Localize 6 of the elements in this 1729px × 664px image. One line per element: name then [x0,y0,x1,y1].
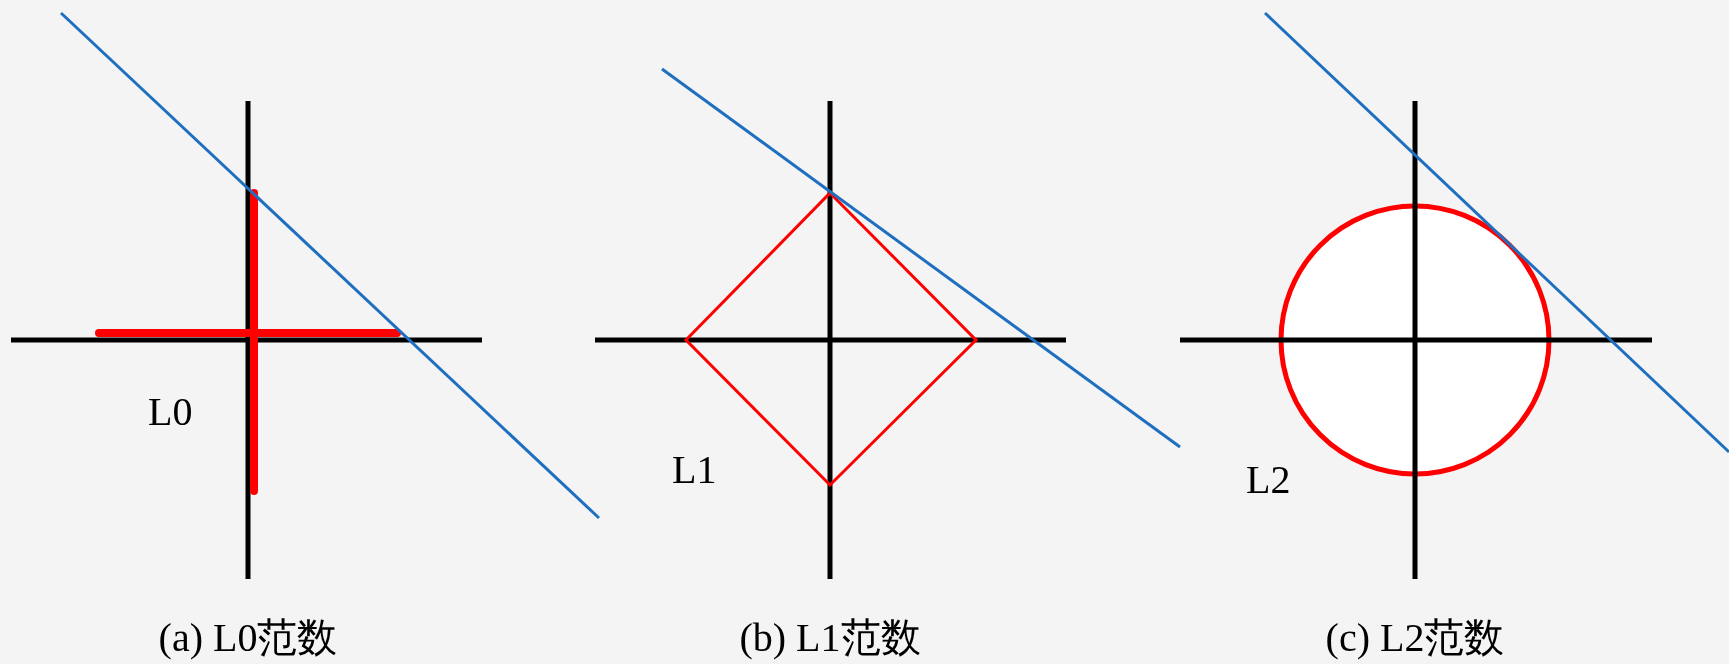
caption: (c) L2范数 [1325,618,1505,658]
caption: (b) L1范数 [739,618,921,658]
norm-label: L1 [672,450,717,490]
norm-label: L0 [148,392,193,432]
norm-label: L2 [1246,460,1291,500]
caption: (a) L0范数 [158,618,338,658]
